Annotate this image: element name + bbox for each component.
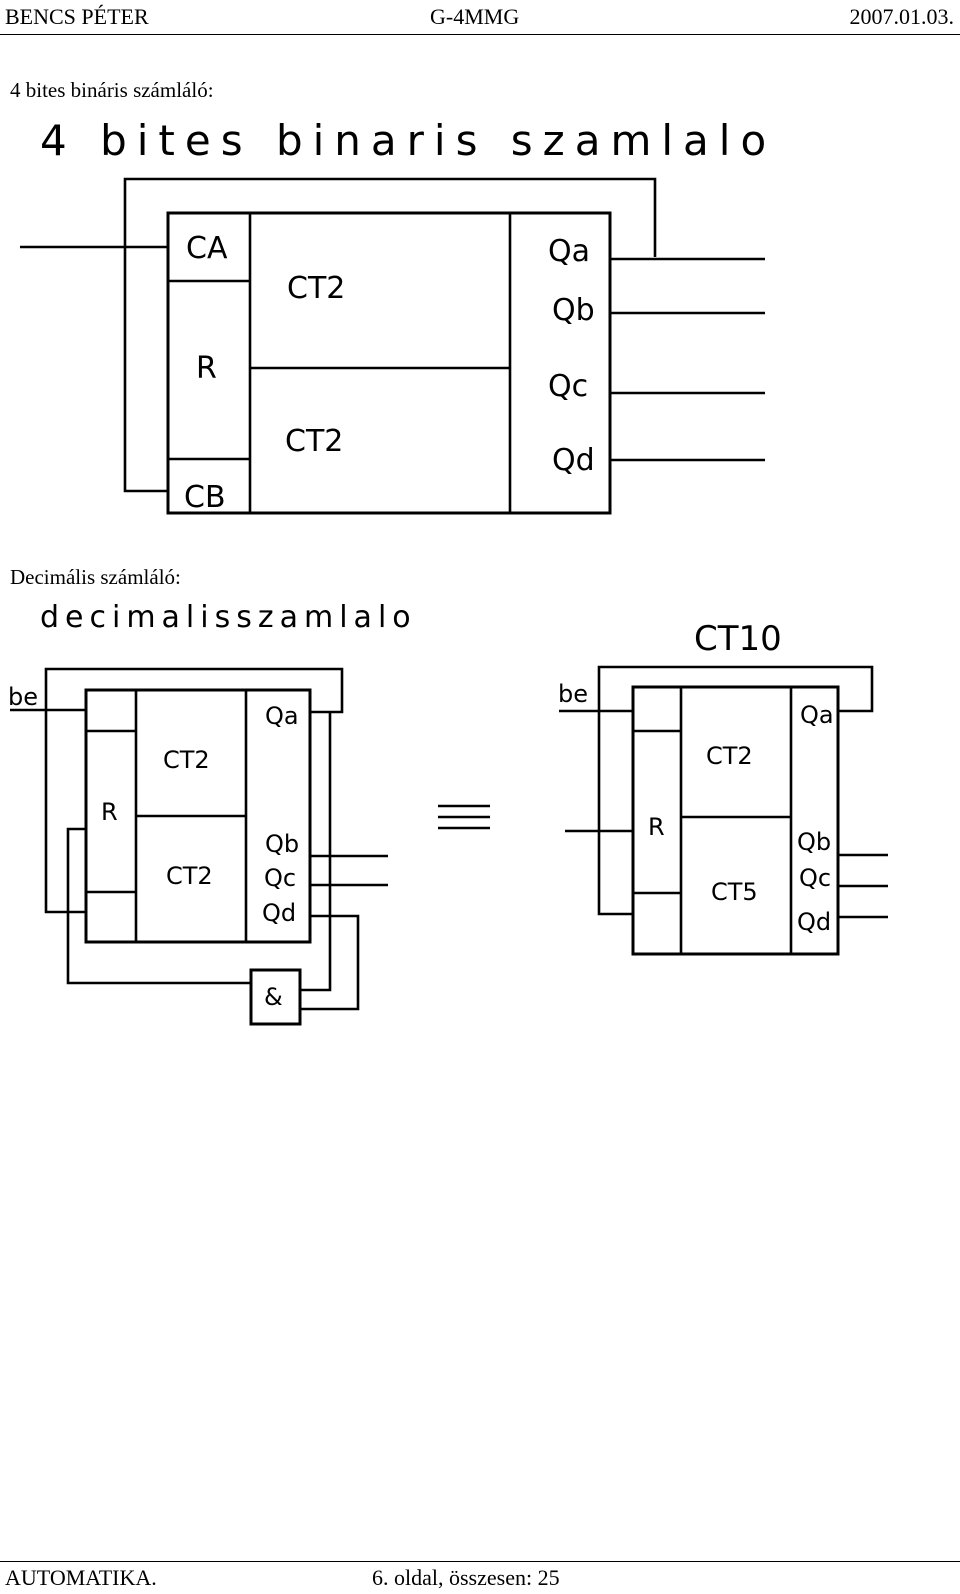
right-r-label: R: [648, 813, 665, 841]
footer-page-info: 6. oldal, összesen: 25: [372, 1565, 560, 1590]
right-ct2-label: CT2: [706, 742, 753, 770]
and-gate: [249, 968, 302, 1026]
left-qd-label: Qd: [262, 899, 296, 927]
binary-feedback-wire: [123, 177, 657, 493]
left-feedback-wire: [44, 667, 344, 914]
left-qa-label: Qa: [265, 702, 299, 730]
equivalence-symbol: [438, 804, 490, 830]
and-gate-label: &: [264, 983, 283, 1011]
ca-label: CA: [186, 231, 228, 266]
binary-counter-caption: 4 bites bináris számláló:: [10, 78, 214, 102]
left-counter-outline: [84, 688, 312, 944]
header-code: G-4MMG: [430, 4, 520, 29]
left-be-label: be: [8, 683, 38, 711]
left-r-label: R: [101, 798, 118, 826]
right-feedback-wire: [597, 665, 874, 916]
right-ct5-label: CT5: [711, 878, 758, 906]
right-counter-outline: [631, 685, 840, 956]
ct2-top-label: CT2: [287, 271, 345, 306]
decimal-counter-right: CT10 be R CT2 CT5 Qa Qb Qc Qd: [558, 619, 888, 956]
page-header: BENCS PÉTER G-4MMG 2007.01.03.: [0, 0, 960, 35]
left-qb-label: Qb: [265, 830, 299, 858]
and-input-wire-2: [300, 914, 360, 1011]
binary-drawing-title: 4 bites binaris szamlalo: [40, 116, 776, 165]
footer-subject: AUTOMATIKA.: [5, 1565, 157, 1590]
left-ct2-top-label: CT2: [163, 746, 210, 774]
binary-counter-outline: [166, 211, 612, 515]
qa-label: Qa: [548, 234, 590, 269]
binary-counter-block: CA R CB CT2 CT2 Qa Qb Qc Qd: [20, 177, 765, 515]
decimal-counter-left: be R CT2 CT2 Qa Qb Qc Qd &: [8, 667, 388, 1026]
left-ct2-bottom-label: CT2: [166, 862, 213, 890]
cb-label: CB: [184, 480, 226, 515]
left-qc-label: Qc: [264, 864, 296, 892]
right-qb-label: Qb: [797, 828, 831, 856]
right-qc-label: Qc: [799, 864, 831, 892]
right-be-label: be: [558, 680, 588, 708]
ct2-bottom-label: CT2: [285, 424, 343, 459]
qb-label: Qb: [552, 293, 595, 328]
r-label: R: [196, 351, 217, 386]
left-reset-wire: [66, 827, 251, 985]
and-input-wire-1: [300, 712, 332, 992]
qd-label: Qd: [552, 443, 595, 478]
qc-label: Qc: [548, 369, 588, 404]
header-date: 2007.01.03.: [849, 4, 955, 29]
ct10-title: CT10: [694, 619, 782, 659]
header-author: BENCS PÉTER: [5, 4, 149, 29]
page-footer: AUTOMATIKA. 6. oldal, összesen: 25: [0, 1561, 960, 1594]
decimal-drawing-title: decimalisszamlalo: [40, 600, 417, 635]
decimal-counter-caption: Decimális számláló:: [10, 565, 181, 589]
right-qa-label: Qa: [800, 701, 834, 729]
right-qd-label: Qd: [797, 908, 831, 936]
